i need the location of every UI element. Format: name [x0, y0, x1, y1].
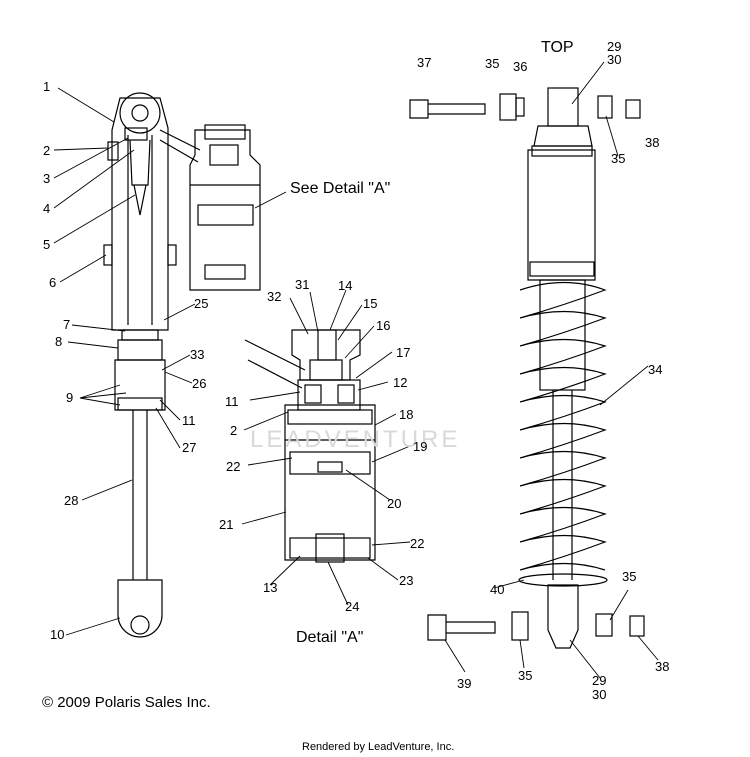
callout-12: 12 [393, 375, 408, 390]
callout-2: 2 [43, 143, 51, 158]
callout-35-bottom-right: 35 [622, 569, 637, 584]
bolt-37 [409, 99, 486, 119]
see-detail-label: See Detail "A" [290, 180, 391, 197]
callout-23: 23 [399, 573, 414, 588]
detail-cylinder [284, 404, 376, 561]
bolt-39 [427, 614, 496, 641]
callout-30-bottom: 30 [592, 687, 607, 702]
callout-29-top: 29 [607, 39, 622, 54]
callout-37: 37 [417, 55, 432, 70]
right-shock-assembly [409, 87, 645, 649]
watermark: LEADVENTURE [250, 426, 461, 453]
top-eye [119, 92, 161, 134]
callout-38-top: 38 [645, 135, 660, 150]
callout-14: 14 [338, 278, 353, 293]
callout-30-top: 30 [607, 52, 622, 67]
floating-piston [289, 451, 371, 475]
right-shock-body [527, 149, 596, 281]
detail-a-label: Detail "A" [296, 629, 364, 646]
callout-13: 13 [263, 580, 278, 595]
callout-35-top-left: 35 [485, 56, 500, 71]
left-shock-assembly [103, 92, 261, 638]
piston [117, 339, 163, 361]
callout-40: 40 [490, 582, 505, 597]
shock-body [111, 97, 169, 331]
callout-1: 1 [43, 79, 51, 94]
callout-3: 3 [43, 171, 51, 186]
callout-17: 17 [396, 345, 411, 360]
callout-21: 21 [219, 517, 234, 532]
callout-detail-2: 2 [230, 423, 238, 438]
callout-34: 34 [648, 362, 663, 377]
callout-10: 10 [50, 627, 65, 642]
callout-33: 33 [190, 347, 205, 362]
callout-36: 36 [513, 59, 528, 74]
callout-18: 18 [399, 407, 414, 422]
callout-19: 19 [413, 439, 428, 454]
callout-25: 25 [194, 296, 209, 311]
callout-16: 16 [376, 318, 391, 333]
callout-29-bottom: 29 [592, 673, 607, 688]
callout-28: 28 [64, 493, 79, 508]
callout-6: 6 [49, 275, 57, 290]
callout-22-bottom: 22 [410, 536, 425, 551]
callout-26: 26 [192, 376, 207, 391]
callout-35-bottom-left: 35 [518, 668, 533, 683]
callout-detail-11: 11 [225, 394, 239, 409]
reservoir [189, 129, 261, 291]
callout-27: 27 [182, 440, 197, 455]
callout-38-bottom: 38 [655, 659, 670, 674]
callout-20: 20 [387, 496, 402, 511]
top-label: TOP [541, 39, 574, 56]
callout-35-top-right: 35 [611, 151, 626, 166]
callout-9: 9 [66, 390, 74, 405]
callout-4: 4 [43, 201, 51, 216]
callout-5: 5 [43, 237, 51, 252]
callout-22-top: 22 [226, 459, 241, 474]
rendered-by-text: Rendered by LeadVenture, Inc. [302, 741, 455, 753]
callout-32: 32 [267, 289, 282, 304]
callout-8: 8 [55, 334, 63, 349]
callout-24: 24 [345, 599, 360, 614]
callout-39: 39 [457, 676, 472, 691]
copyright-text: © 2009 Polaris Sales Inc. [42, 694, 211, 711]
callout-7: 7 [63, 317, 71, 332]
detail-cap [291, 329, 361, 381]
detail-a-assembly [244, 329, 376, 563]
callout-15: 15 [363, 296, 378, 311]
lower-eye [117, 579, 163, 638]
leader-lines [53, 61, 659, 679]
callout-11: 11 [182, 413, 196, 428]
callout-31: 31 [295, 277, 310, 292]
coil-spring [519, 281, 607, 571]
